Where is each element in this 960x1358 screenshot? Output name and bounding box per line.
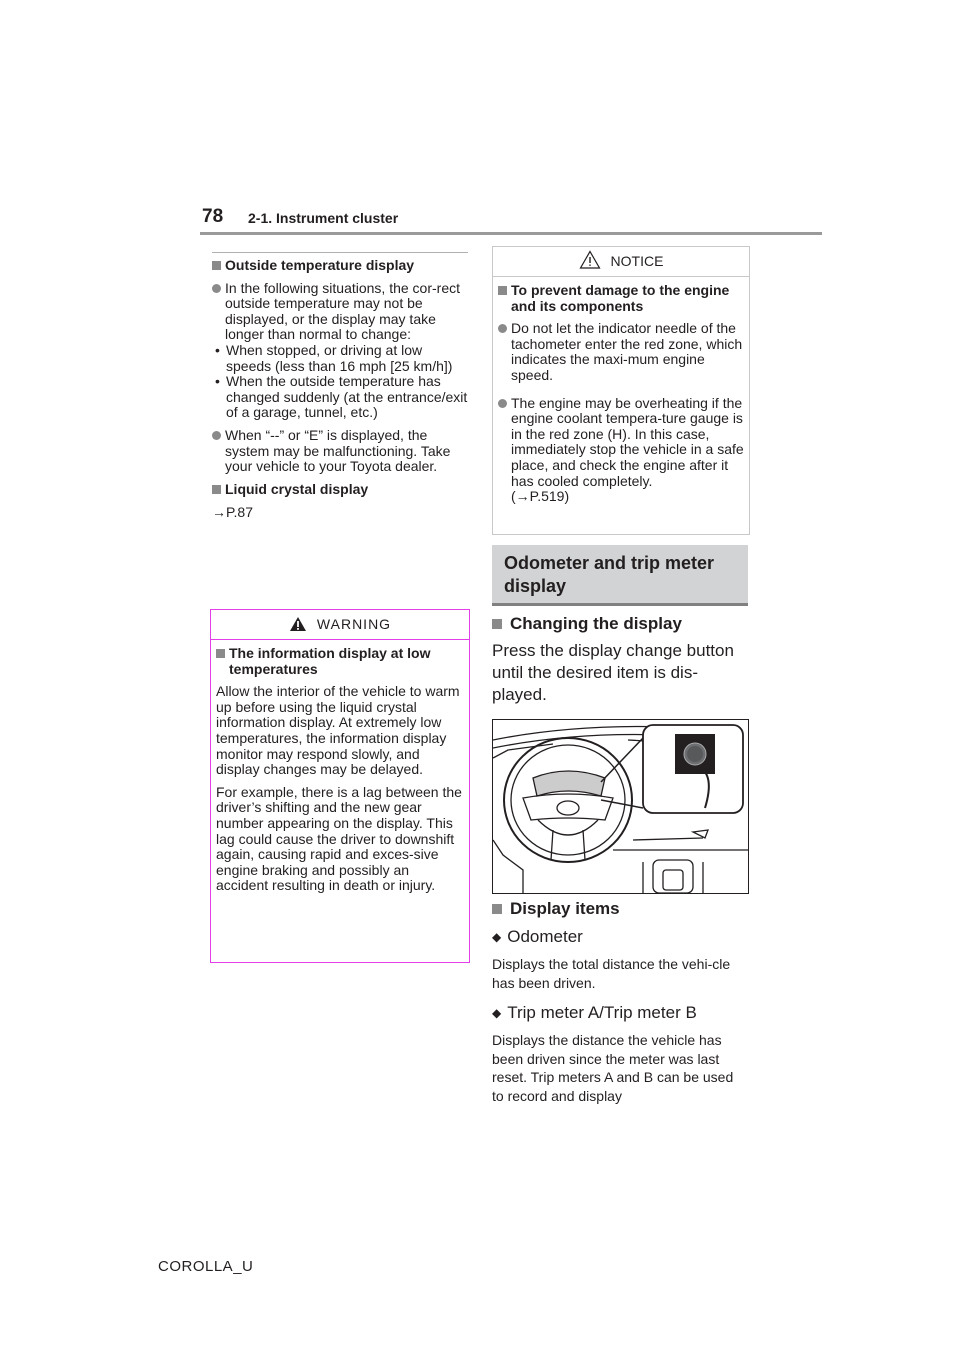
warning-heading: The information display at low temperatu… xyxy=(216,645,464,677)
section-heading-odometer: Odometer and trip meter display xyxy=(492,545,748,606)
warning-box: WARNING The information display at low t… xyxy=(210,609,470,963)
square-bullet-icon xyxy=(498,286,507,295)
notice-bullet-2: The engine may be overheating if the eng… xyxy=(498,395,744,505)
notice-body: To prevent damage to the engine and its … xyxy=(493,277,749,505)
square-bullet-icon xyxy=(212,484,221,494)
section-title: 2-1. Instrument cluster xyxy=(248,210,399,226)
header-divider xyxy=(200,232,822,235)
circle-bullet-icon xyxy=(498,324,507,334)
warning-header: WARNING xyxy=(211,610,469,640)
steering-wheel-drawing xyxy=(493,724,748,893)
display-items-block: Display items ◆Odometer Displays the tot… xyxy=(492,897,748,1105)
page-number: 78 xyxy=(202,206,224,227)
warning-triangle-icon xyxy=(289,617,306,631)
circle-bullet-icon xyxy=(212,430,221,440)
square-bullet-icon xyxy=(492,904,502,914)
warning-paragraph-2: For example, there is a lag between the … xyxy=(216,783,462,894)
lcd-page-ref[interactable]: →P.87 xyxy=(212,504,253,521)
diamond-bullet-icon: ◆ xyxy=(492,1006,502,1020)
notice-box: NOTICE To prevent damage to the engine a… xyxy=(492,246,750,535)
changing-display-text: Press the display change button until th… xyxy=(492,641,734,704)
changing-display-block: Changing the display Press the display c… xyxy=(492,612,748,706)
lcd-heading: Liquid crystal display xyxy=(212,481,468,498)
caution-triangle-icon xyxy=(579,250,601,269)
circle-bullet-icon xyxy=(212,283,221,293)
square-bullet-icon xyxy=(212,261,221,270)
notice-header: NOTICE xyxy=(493,247,749,277)
square-bullet-icon xyxy=(492,619,502,629)
square-bullet-icon xyxy=(216,649,225,658)
warning-body: The information display at low temperatu… xyxy=(211,640,469,894)
trip-meter-item: ◆Trip meter A/Trip meter B xyxy=(492,1001,748,1025)
steering-wheel-illustration xyxy=(492,719,749,894)
odometer-item: ◆Odometer xyxy=(492,925,748,949)
diamond-bullet-icon: ◆ xyxy=(492,930,502,944)
changing-display-heading: Changing the display xyxy=(492,612,748,635)
left-top-rule xyxy=(212,252,468,253)
warning-paragraph-1: Allow the interior of the vehicle to war… xyxy=(216,683,460,778)
trip-meter-description: Displays the distance the vehicle has be… xyxy=(492,1032,734,1104)
notice-page-ref[interactable]: (→P.519) xyxy=(511,488,570,505)
notice-bullet-1: Do not let the indicator needle of the t… xyxy=(498,320,744,383)
left-column: Outside temperature display In the follo… xyxy=(212,257,468,521)
outside-temp-heading: Outside temperature display xyxy=(212,257,468,274)
outside-temp-sub-2: When the outside temperature has changed… xyxy=(212,373,468,421)
outside-temp-bullet-2: When “--” or “E” is displayed, the syste… xyxy=(212,427,468,475)
circle-bullet-icon xyxy=(498,398,507,408)
outside-temp-sub-1: When stopped, or driving at low speeds (… xyxy=(212,342,468,374)
display-items-heading: Display items xyxy=(492,897,748,920)
odometer-description: Displays the total distance the vehi-cle… xyxy=(492,956,731,991)
notice-heading: To prevent damage to the engine and its … xyxy=(498,282,744,314)
outside-temp-bullet-1: In the following situations, the cor-rec… xyxy=(212,280,468,343)
footer-model: COROLLA_U xyxy=(158,1258,254,1275)
